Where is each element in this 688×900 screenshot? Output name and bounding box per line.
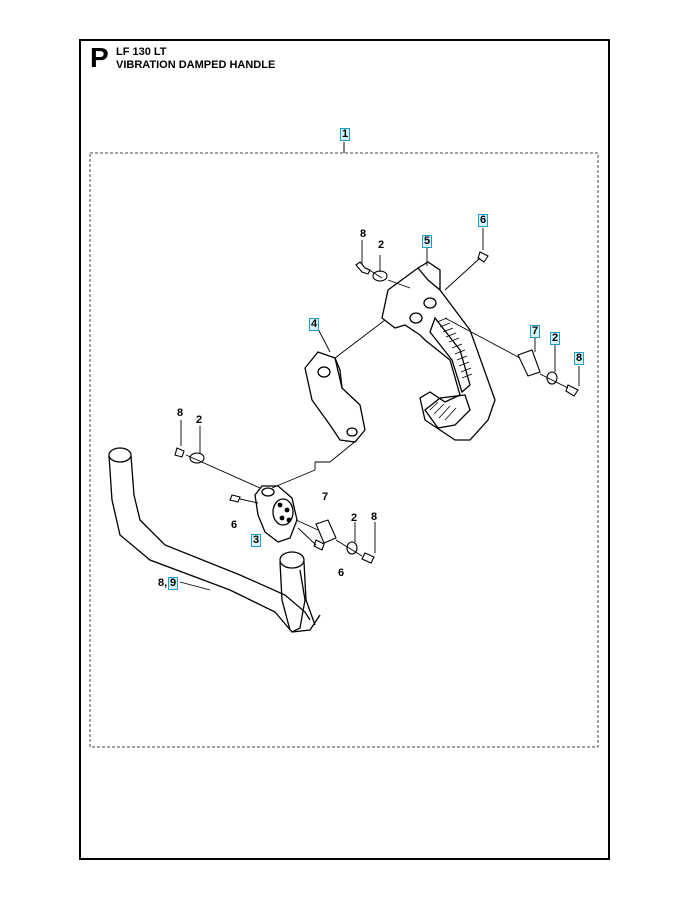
part-label-8-right: 8	[574, 352, 585, 365]
part-label-1: 1	[340, 128, 351, 141]
bracket-grip-texture	[429, 317, 473, 421]
part-label-8-comma: 8,	[158, 577, 168, 589]
part-label-2-right: 2	[550, 332, 561, 345]
part-label-5: 5	[422, 235, 433, 248]
page-title: VIBRATION DAMPED HANDLE	[116, 59, 276, 71]
part-label-8: 8	[360, 228, 367, 240]
upper-bracket-part	[381, 261, 496, 441]
page-frame	[79, 39, 610, 860]
part-label-6-left: 6	[231, 519, 238, 531]
part-label-6: 6	[478, 214, 489, 227]
assembly-boundary	[89, 152, 599, 748]
part-label-7: 7	[530, 325, 541, 338]
part-label-8-left: 8	[177, 407, 184, 419]
part-label-2-left: 2	[196, 414, 203, 426]
damper-texture	[277, 502, 292, 523]
damper-block-part	[254, 485, 298, 543]
middle-bracket-part	[304, 351, 366, 443]
part-label-3: 3	[251, 534, 262, 547]
part-label-2-lower: 2	[351, 512, 358, 524]
part-label-4: 4	[309, 318, 320, 331]
tube-handle-part	[108, 447, 321, 633]
model-title: LF 130 LT	[116, 46, 167, 58]
section-letter: P	[90, 42, 109, 73]
part-label-9: 9	[168, 577, 179, 590]
assembly-lines	[179, 228, 580, 591]
part-label-6-lower: 6	[338, 567, 345, 579]
part-label-2: 2	[378, 239, 385, 251]
part-label-8-lower: 8	[371, 511, 378, 523]
part-label-7-lower: 7	[322, 491, 329, 503]
